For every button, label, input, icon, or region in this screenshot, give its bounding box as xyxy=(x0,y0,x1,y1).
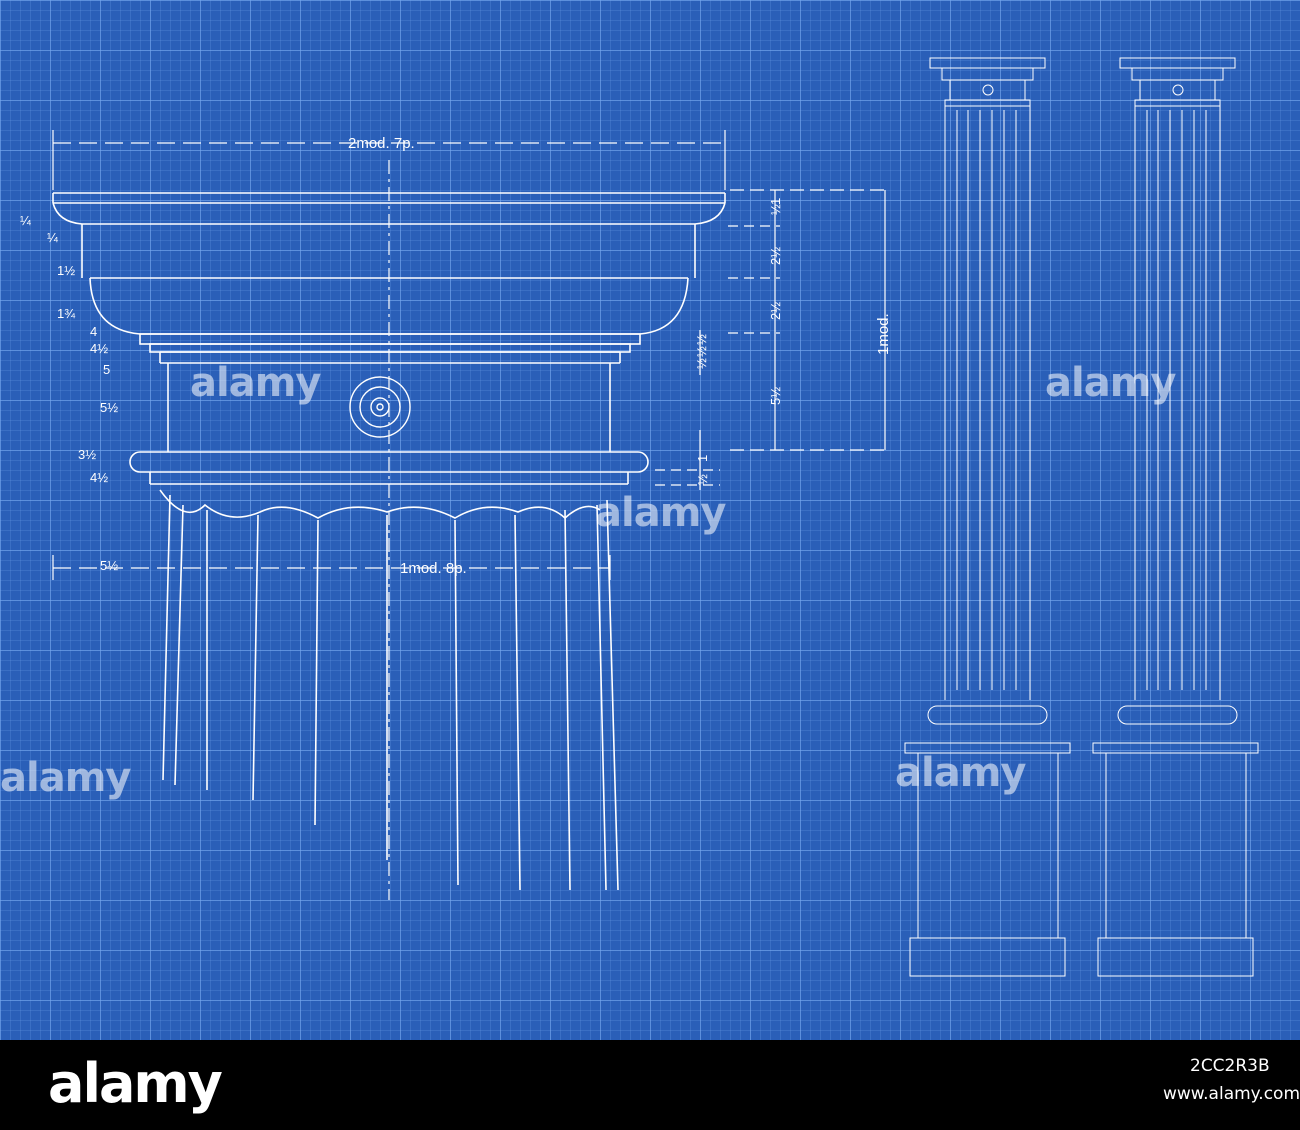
blueprint-canvas xyxy=(0,0,1300,1040)
height-label: 1mod. xyxy=(875,313,892,355)
dim-left-4: 1¾ xyxy=(57,306,75,321)
watermark: alamy xyxy=(0,755,131,801)
watermark: alamy xyxy=(190,360,321,406)
dim-right-2: ½ xyxy=(768,204,783,215)
dim-left-5: 4 xyxy=(90,324,97,339)
watermark: alamy xyxy=(595,490,726,536)
site-url[interactable]: www.alamy.com xyxy=(1163,1084,1300,1104)
column-elevation-1 xyxy=(904,57,1071,977)
dim-left-2: ¼ xyxy=(47,230,58,245)
dim-right-7: ½ xyxy=(695,474,710,485)
dim-left-11: 5½ xyxy=(100,558,118,573)
watermark: alamy xyxy=(1045,360,1176,406)
footer-bar xyxy=(0,1040,1300,1130)
dim-left-6: 4½ xyxy=(90,341,108,356)
dim-left-10: 4½ xyxy=(90,470,108,485)
dim-right-5: 5½ xyxy=(768,387,783,405)
footer-logo: alamy xyxy=(48,1052,223,1115)
dim-left-8: 5½ xyxy=(100,400,118,415)
column-elevation-2 xyxy=(1092,57,1259,977)
blueprint-drawing: 2mod. 7p. 1mod. 8p. 1mod. ¼ ¼ 1½ 1¾ 4 4½… xyxy=(20,57,1259,977)
dim-left-9: 3½ xyxy=(78,447,96,462)
dim-small-2: ½ xyxy=(694,346,709,357)
watermark: alamy xyxy=(895,750,1026,796)
dim-right-1: 1 xyxy=(768,198,783,205)
image-id: 2CC2R3B xyxy=(1190,1056,1270,1076)
dim-right-3: 2½ xyxy=(768,247,783,265)
dim-small-3: ½ xyxy=(694,358,709,369)
dim-right-6: 1 xyxy=(695,455,710,462)
rosette-ornament xyxy=(349,376,411,438)
overall-width-label: 2mod. 7p. xyxy=(348,135,415,152)
dim-right-4: 2½ xyxy=(768,302,783,320)
dim-left-1: ¼ xyxy=(20,213,31,228)
dim-left-7: 5 xyxy=(103,362,110,377)
lower-width-label: 1mod. 8p. xyxy=(400,560,467,577)
dim-left-3: 1½ xyxy=(57,263,75,278)
dimension-lines xyxy=(52,130,890,580)
dim-small-1: ½ xyxy=(694,334,709,345)
